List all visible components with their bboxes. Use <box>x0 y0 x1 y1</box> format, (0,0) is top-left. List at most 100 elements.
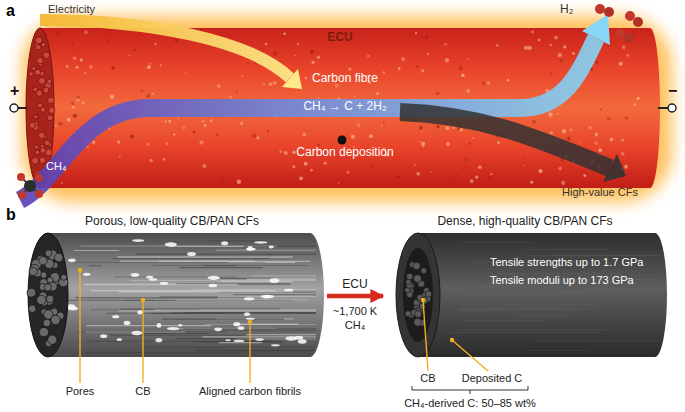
fibril-line <box>86 352 241 353</box>
texture-speck <box>548 113 552 117</box>
carbon-black-particle <box>421 268 427 274</box>
carbon-black-particle <box>421 297 428 304</box>
texture-speck <box>560 158 563 161</box>
hydrogen-atom <box>625 11 635 21</box>
texture-speck <box>567 137 571 141</box>
texture-speck <box>621 139 624 142</box>
fibril-line <box>121 308 280 309</box>
texture-speck <box>149 63 151 65</box>
texture-speck <box>185 72 187 74</box>
carbon-black-particles <box>27 250 68 347</box>
texture-speck <box>317 56 320 59</box>
pore <box>156 338 163 342</box>
texture-speck <box>89 65 93 69</box>
arrow-head <box>282 69 302 89</box>
texture-speck <box>130 135 134 139</box>
fibril-line <box>205 324 316 325</box>
carbon-black-particle <box>425 291 431 297</box>
texture-speck <box>236 90 238 92</box>
texture-speck <box>240 122 243 125</box>
reaction-equation: CH₄ → C + 2H₂ <box>303 100 386 114</box>
texture-speck <box>619 62 623 66</box>
texture-speck <box>446 126 450 130</box>
texture-streak <box>459 329 608 330</box>
pore <box>248 246 253 251</box>
pore <box>225 339 231 341</box>
texture-speck <box>588 126 592 130</box>
carbon-black-particle <box>414 318 422 326</box>
pore <box>233 322 240 326</box>
pore <box>167 327 180 330</box>
texture-speck <box>467 89 470 92</box>
face-particle <box>47 115 53 121</box>
texture-speck <box>257 137 260 140</box>
electricity-arrow <box>40 20 290 78</box>
face-particle <box>34 145 38 149</box>
texture-streak <box>537 340 660 341</box>
product-arrow <box>400 112 610 168</box>
leader-line <box>142 300 143 383</box>
carbon-black-particle <box>51 315 60 324</box>
texture-streak <box>536 292 586 293</box>
texture-speck <box>489 175 493 179</box>
texture-streak <box>551 255 660 256</box>
leader-line <box>423 300 428 371</box>
fibril-line <box>145 346 315 347</box>
fibril-line <box>154 299 308 300</box>
texture-streak <box>507 317 565 318</box>
fibril-line <box>119 310 316 311</box>
hydrogen-atom <box>615 29 625 39</box>
process-arrow <box>327 294 383 299</box>
pore <box>233 340 244 342</box>
pore <box>68 258 76 262</box>
texture-speck <box>149 159 152 162</box>
texture-streak <box>465 320 543 321</box>
texture-speck <box>376 92 379 95</box>
pore <box>100 334 107 338</box>
texture-speck <box>624 165 628 169</box>
fibril-line <box>233 294 316 295</box>
texture-speck <box>304 77 307 80</box>
texture-speck <box>369 134 373 138</box>
texture-speck <box>267 130 269 132</box>
pore <box>149 278 157 281</box>
texture-streak <box>461 295 591 296</box>
terminal <box>668 104 676 112</box>
pore <box>269 246 274 249</box>
texture-speck <box>147 143 149 145</box>
texture-speck <box>419 126 423 130</box>
texture-speck <box>304 162 308 166</box>
terminal <box>10 104 18 112</box>
face-particle <box>45 149 52 156</box>
fibril-line <box>177 338 234 339</box>
texture-speck <box>117 140 121 144</box>
texture-speck <box>262 48 264 50</box>
face-particle <box>35 150 40 155</box>
texture-speck <box>478 166 481 169</box>
texture-speck <box>163 158 166 161</box>
texture-speck <box>562 129 566 133</box>
pore <box>187 252 196 256</box>
texture-speck <box>226 182 228 184</box>
leader-dot <box>141 298 145 302</box>
fibre-heading: Porous, low-quality CB/PAN CFs <box>85 215 259 229</box>
texture-speck <box>311 61 314 64</box>
texture-speck <box>202 164 206 168</box>
texture-speck <box>532 120 536 124</box>
texture-speck <box>634 103 636 105</box>
part-label: CB <box>420 372 435 385</box>
carbon-black-particle <box>414 275 422 283</box>
texture-speck <box>497 141 500 144</box>
terminal-wire <box>18 107 27 109</box>
panel-letter: b <box>6 206 16 224</box>
carbon-black-particle <box>28 305 36 313</box>
part-label: Pores <box>66 385 95 398</box>
pore <box>132 239 144 242</box>
hydrogen-atom <box>17 173 25 181</box>
texture-speck <box>421 69 424 72</box>
texture-speck <box>67 118 71 122</box>
texture-speck <box>383 122 385 124</box>
fibril-line <box>89 265 236 266</box>
